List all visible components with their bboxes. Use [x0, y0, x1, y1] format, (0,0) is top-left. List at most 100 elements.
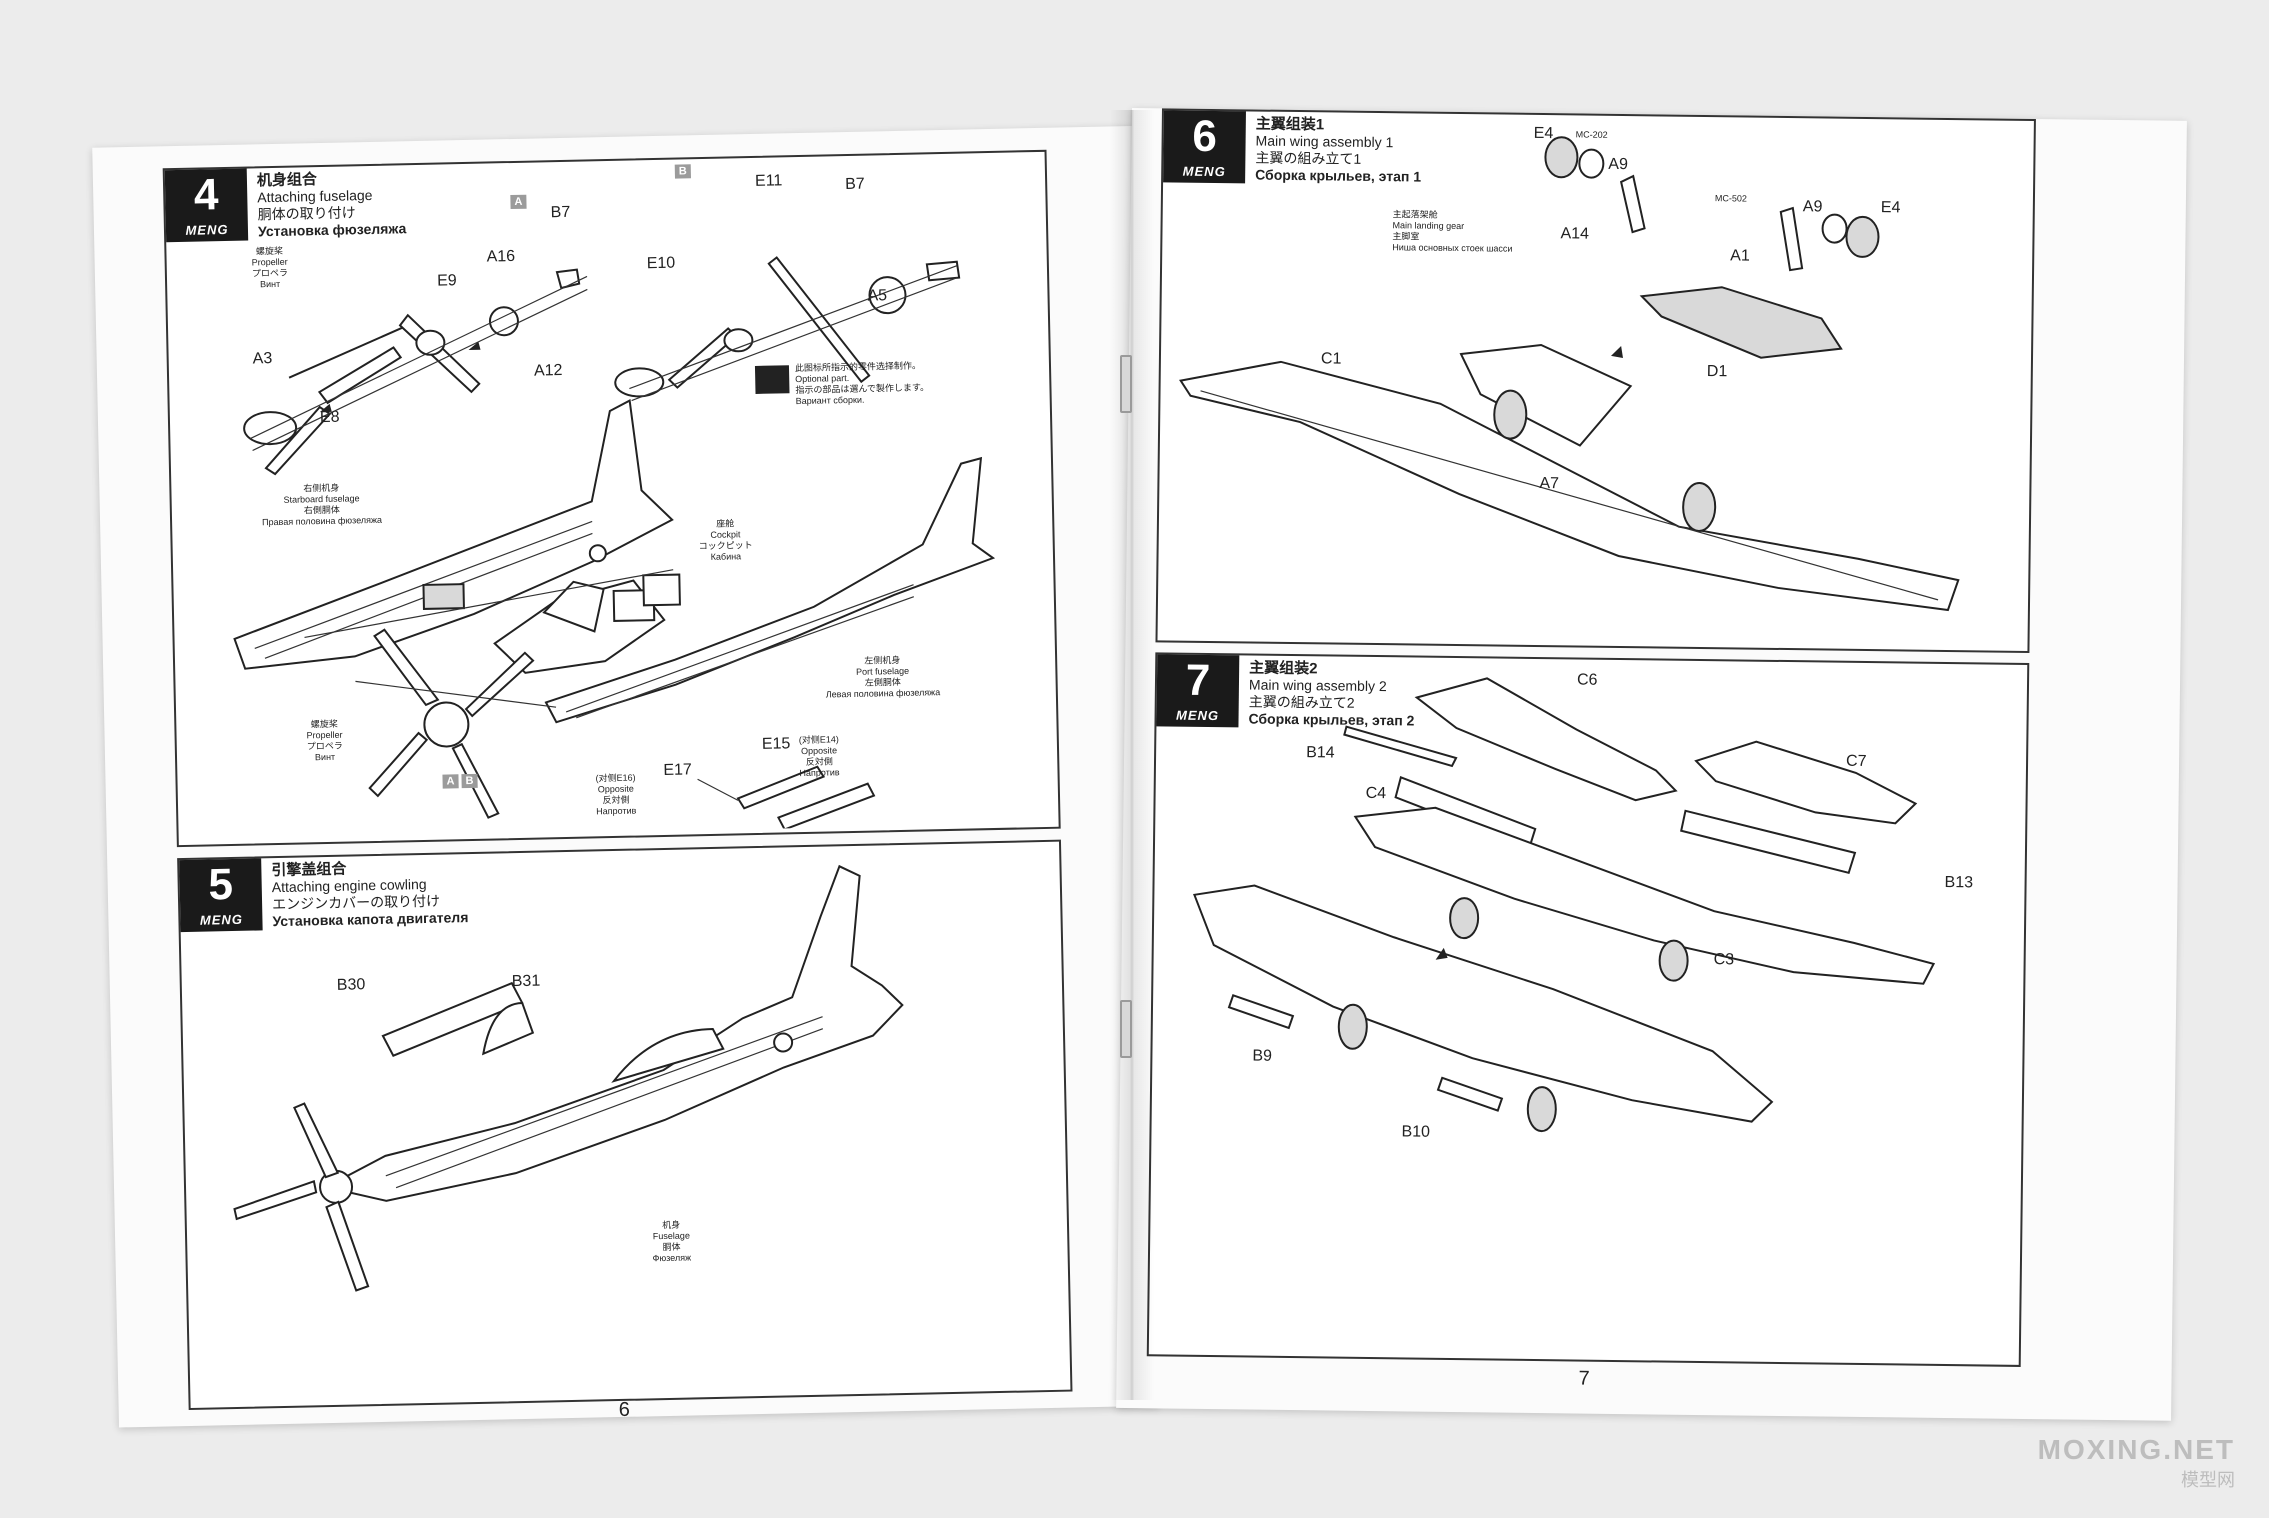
part-b13: B13: [1944, 873, 1974, 892]
watermark-line2: 模型网: [2181, 1470, 2235, 1490]
note-ja: 反対側: [602, 794, 630, 806]
note-ru: Ниша основных стоек шасси: [1392, 242, 1513, 254]
step-7-panel: 7 MENG 主翼组装2 Main wing assembly 2 主翼の組み立…: [1146, 652, 2030, 1367]
watermark: MOXING.NET 模型网: [2038, 1434, 2235, 1492]
gear-note: 主起落架舱 Main landing gear 主脚室 Ниша основны…: [1392, 209, 1513, 254]
part-b31: B31: [511, 972, 541, 991]
part-a9-2: A9: [1802, 198, 1823, 216]
note-ja: 反対側: [805, 756, 833, 767]
note-en: Opposite: [597, 783, 634, 795]
step-7-illustration: [1193, 677, 1936, 1133]
left-page: 4 MENG 机身组合 Attaching fuselage 胴体の取り付け У…: [92, 126, 1159, 1428]
part-d1: D1: [1706, 363, 1728, 381]
part-a5: A5: [867, 287, 888, 305]
aircraft-fuselage-drawing: [233, 864, 904, 1292]
part-e10: E10: [646, 254, 676, 273]
right-page: 6 MENG 主翼组装1 Main wing assembly 1 主翼の組み立…: [1116, 108, 2187, 1421]
watermark-line1: MOXING.NET: [2037, 1434, 2235, 1465]
cockpit-drawing: [493, 573, 681, 674]
note-zh: 螺旋桨: [310, 718, 338, 730]
part-e17: E17: [663, 761, 693, 779]
part-b10: B10: [1401, 1123, 1431, 1141]
part-c4: C4: [1365, 784, 1387, 803]
fuselage-note: 机身 Fuselage 胴体 Фюзеляж: [652, 1219, 692, 1264]
page-number-left: 6: [618, 1398, 631, 1422]
part-a3: A3: [252, 350, 273, 368]
note-en: Fuselage: [652, 1230, 690, 1242]
option-a-badge-2: A: [442, 774, 459, 789]
part-a7: A7: [1539, 475, 1560, 493]
gear-bay-d1-drawing: [1639, 286, 1843, 359]
part-e15: E15: [761, 735, 791, 753]
step-4-illustration: [233, 256, 996, 831]
starboard-fuselage-drawing: [233, 399, 674, 670]
part-b7: B7: [550, 203, 571, 222]
side-panels-drawing: [697, 765, 876, 831]
step-5-panel: 5 MENG 引擎盖组合 Attaching engine cowling エン…: [177, 839, 1073, 1411]
paint-mc502: MC-502: [1714, 193, 1748, 204]
step-6-panel: 6 MENG 主翼组装1 Main wing assembly 1 主翼の組み立…: [1155, 108, 2036, 654]
paint-mc202: MC-202: [1575, 129, 1608, 140]
note-ja: プロペラ: [251, 267, 289, 279]
note-ja: コックピット: [698, 540, 753, 552]
note-ru: Фюзеляж: [652, 1252, 692, 1264]
note-ru: Винт: [314, 751, 336, 763]
option-b-badge: B: [674, 164, 691, 179]
page-number-right: 7: [1578, 1367, 1590, 1390]
part-e8: E8: [319, 408, 340, 427]
note-en: Propeller: [251, 256, 288, 268]
port-fuselage-drawing: [544, 456, 996, 724]
note-ru: Напротив: [799, 767, 840, 779]
part-e4: E4: [1533, 124, 1554, 143]
opposite-e16-note: (对侧E16) Opposite 反対側 Напротив: [595, 773, 636, 818]
option-a-badge: A: [510, 194, 527, 210]
step-4-panel: 4 MENG 机身组合 Attaching fuselage 胴体の取り付け У…: [162, 149, 1061, 848]
part-a12: A12: [533, 361, 563, 380]
wing-c1-drawing: [1179, 343, 1960, 612]
note-ru: Винт: [259, 278, 281, 290]
part-b9: B9: [1252, 1047, 1273, 1065]
optional-part-icon: [754, 365, 790, 394]
part-e4-2: E4: [1880, 199, 1901, 217]
part-a1: A1: [1730, 247, 1750, 265]
part-c6: C6: [1576, 671, 1598, 689]
note-ja: プロペラ: [306, 740, 343, 752]
part-a9: A9: [1608, 155, 1629, 174]
wheel-assembly-drawing: [1544, 136, 1880, 272]
part-c7: C7: [1845, 752, 1867, 771]
note-zh: (对侧E14): [798, 734, 839, 746]
assembled-wing-drawing: [1193, 884, 1774, 1133]
part-b7-2: B7: [844, 175, 865, 194]
booklet-gutter: [1110, 110, 1154, 1400]
part-c3: C3: [1713, 951, 1735, 969]
lower-wing-c3-drawing: [1353, 806, 1936, 985]
staple-bottom: [1120, 1000, 1132, 1058]
note-en: Opposite: [800, 745, 838, 757]
part-a16: A16: [486, 247, 516, 266]
note-ru: Кабина: [710, 551, 742, 562]
upper-wing-c6-drawing: [1414, 677, 1678, 802]
note-zh: (对侧E16): [595, 772, 636, 784]
note-en: Propeller: [306, 729, 343, 741]
note-ru: Напротив: [596, 805, 637, 817]
part-e9: E9: [436, 272, 457, 290]
option-b-badge-2: B: [461, 773, 478, 789]
part-e11: E11: [754, 172, 783, 190]
propeller-note-2: 螺旋桨 Propeller プロペラ Винт: [306, 719, 343, 764]
optional-note: 此图标所指示的零件选择制作。 Optional part. 指示の部品は選んで製…: [795, 360, 930, 407]
part-b30: B30: [336, 976, 366, 994]
staple-top: [1120, 355, 1132, 413]
note-zh: 螺旋桨: [255, 245, 284, 257]
propeller-note: 螺旋桨 Propeller プロペラ Винт: [251, 246, 288, 291]
part-b14: B14: [1306, 744, 1335, 762]
part-a14: A14: [1560, 225, 1590, 243]
part-c1: C1: [1320, 350, 1342, 368]
starboard-note: 右侧机身 Starboard fuselage 右側胴体 Правая поло…: [261, 482, 382, 529]
note-zh: 机身: [662, 1219, 681, 1231]
note-ja: 胴体: [662, 1241, 681, 1253]
step-5-illustration: [233, 864, 904, 1292]
propeller-assembly-a: [243, 268, 588, 476]
port-note: 左侧机身 Port fuselage 左側胴体 Левая половина ф…: [825, 654, 941, 700]
opposite-e14-note: (对侧E14) Opposite 反対側 Напротив: [799, 734, 840, 779]
